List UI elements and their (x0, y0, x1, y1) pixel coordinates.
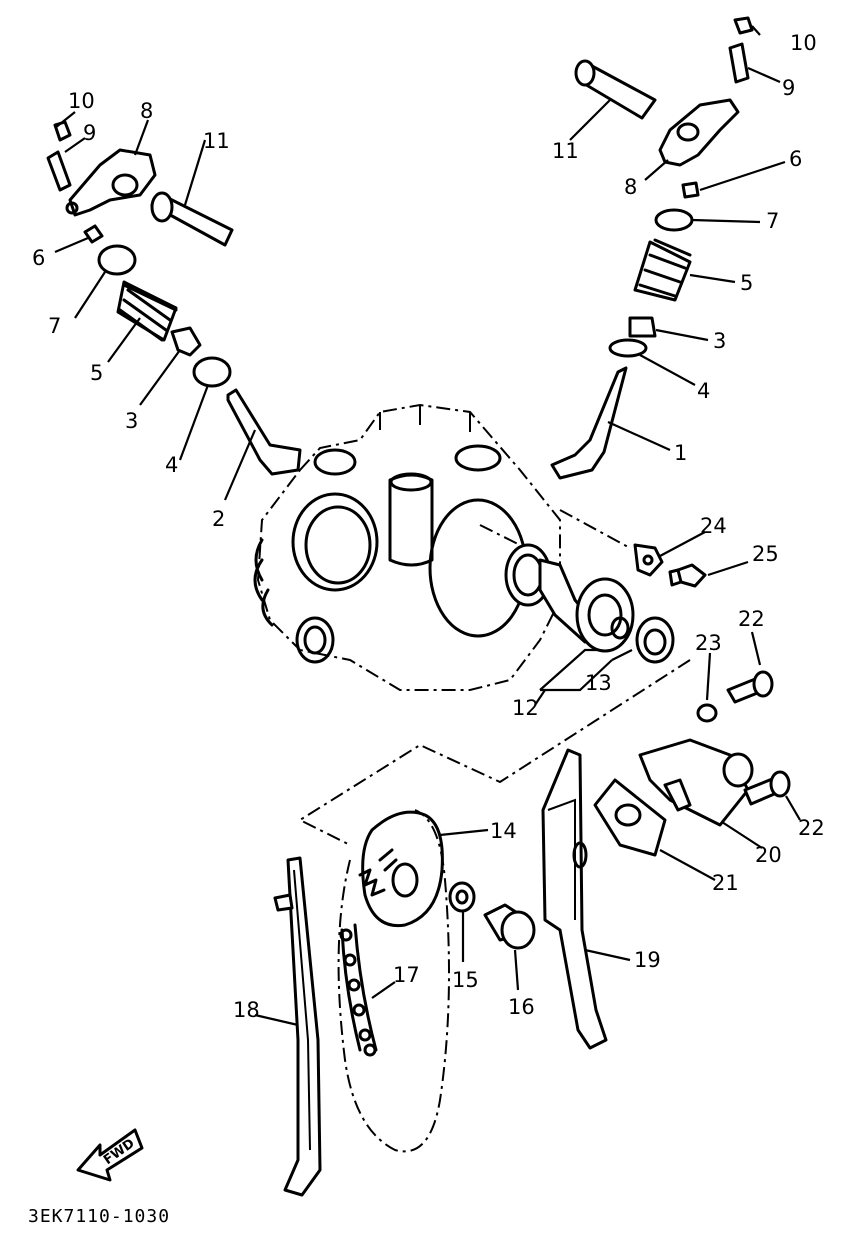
callout-4-left: 4 (165, 453, 178, 477)
right-valve-train (550, 16, 754, 480)
callout-8-right: 8 (624, 175, 637, 199)
callout-8-left: 8 (140, 99, 153, 123)
camshaft-assembly (504, 543, 707, 664)
callout-labels: 10 9 8 11 6 7 5 3 4 2 10 9 11 8 6 7 5 3 … (32, 31, 825, 1022)
callout-10-right: 10 (790, 31, 817, 55)
callout-25: 25 (752, 542, 779, 566)
callout-12: 12 (512, 696, 539, 720)
diagram-code: 3EK7110-1030 (28, 1206, 170, 1227)
cylinder-head (253, 403, 561, 691)
assembly-reference-line (297, 509, 691, 846)
chain-guides (273, 748, 608, 1197)
cam-chain (337, 809, 450, 1153)
callout-6-right: 6 (789, 147, 802, 171)
callout-3-right: 3 (713, 329, 726, 353)
callout-7-right: 7 (766, 209, 779, 233)
forward-direction-arrow: FWD (76, 1128, 144, 1182)
callout-3-left: 3 (125, 409, 138, 433)
callout-21: 21 (712, 871, 739, 895)
callout-16: 16 (508, 995, 535, 1019)
callout-9-right: 9 (782, 76, 795, 100)
callout-13: 13 (585, 671, 612, 695)
cam-chain-tensioner (593, 670, 791, 857)
callout-19: 19 (634, 948, 661, 972)
callout-11-right: 11 (552, 139, 579, 163)
callout-22-bottom: 22 (798, 816, 825, 840)
callout-2: 2 (212, 507, 225, 531)
cam-sprocket-assembly (358, 810, 536, 950)
callout-11-left: 11 (203, 129, 230, 153)
callout-18: 18 (233, 998, 260, 1022)
callout-9-left: 9 (83, 121, 96, 145)
callout-20: 20 (755, 843, 782, 867)
callout-1: 1 (674, 441, 687, 465)
callout-17: 17 (393, 963, 420, 987)
callout-24: 24 (700, 514, 727, 538)
callout-10-left: 10 (68, 89, 95, 113)
callout-14: 14 (490, 819, 517, 843)
leader-lines (54, 25, 801, 1027)
left-valve-train (46, 120, 302, 476)
callout-22-top: 22 (738, 607, 765, 631)
callout-6-left: 6 (32, 246, 45, 270)
callout-23: 23 (695, 631, 722, 655)
callout-5-left: 5 (90, 361, 103, 385)
callout-15: 15 (452, 968, 479, 992)
callout-7-left: 7 (48, 314, 61, 338)
callout-4-right: 4 (697, 379, 710, 403)
callout-5-right: 5 (740, 271, 753, 295)
